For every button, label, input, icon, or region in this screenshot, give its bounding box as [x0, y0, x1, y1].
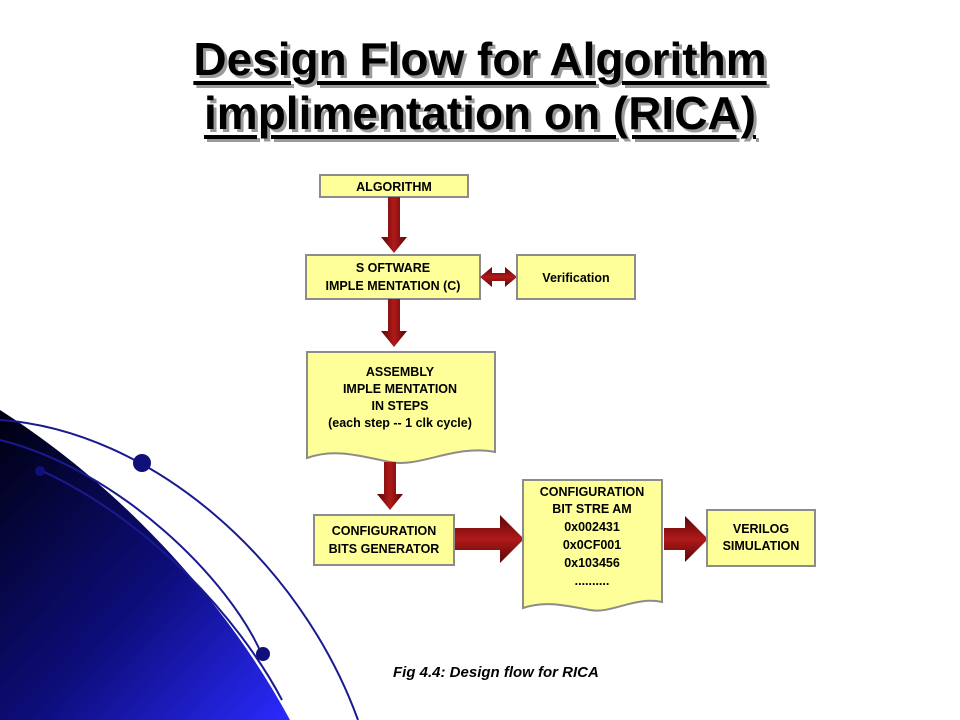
arrow-software-to-assembly — [381, 299, 407, 347]
assembly-label-line-3: IN STEPS — [372, 399, 429, 413]
verilog-label-line-2: SIMULATION — [723, 539, 800, 553]
title-line-2: implimentation on (RICA) — [204, 87, 756, 139]
assembly-label-line-1: ASSEMBLY — [366, 365, 435, 379]
config-generator-label-line-2: BITS GENERATOR — [329, 542, 440, 556]
arrow-software-verification — [480, 267, 517, 287]
assembly-label-line-2: IMPLE MENTATION — [343, 382, 457, 396]
config-generator-label-line-1: CONFIGURATION — [332, 524, 437, 538]
assembly-label-line-4: (each step -- 1 clk cycle) — [328, 416, 472, 430]
verification-box — [516, 254, 636, 300]
swoosh-dot-small — [35, 466, 45, 476]
arrow-config-gen-to-bitstream — [455, 515, 524, 563]
software-label-line-2: IMPLE MENTATION (C) — [326, 279, 461, 293]
arrow-algorithm-to-software — [381, 197, 407, 253]
config-generator-box — [313, 514, 455, 566]
bitstream-label-line-1: CONFIGURATION — [540, 485, 645, 499]
title-line-1: Design Flow for Algorithm — [193, 33, 767, 85]
bitstream-box — [522, 479, 663, 612]
arrow-assembly-to-config-gen — [377, 462, 403, 510]
bitstream-label-line-5: 0x103456 — [564, 556, 620, 570]
software-label-line-1: S OFTWARE — [356, 261, 430, 275]
verilog-label-line-1: VERILOG — [733, 522, 789, 536]
verification-label: Verification — [542, 271, 609, 285]
verilog-box — [706, 509, 816, 567]
swoosh-dot-large — [133, 454, 151, 472]
algorithm-label: ALGORITHM — [356, 180, 432, 194]
figure-caption: Fig 4.4: Design flow for RICA — [393, 664, 599, 681]
bitstream-label-line-6: .......... — [575, 574, 610, 588]
swoosh-curve-2 — [39, 469, 283, 701]
arrow-bitstream-to-verilog — [664, 516, 708, 562]
bitstream-label-line-3: 0x002431 — [564, 520, 620, 534]
swoosh-dot-medium — [256, 647, 270, 661]
swoosh-curve-3 — [0, 439, 263, 656]
swoosh-curve-1 — [0, 419, 359, 720]
bitstream-label-line-2: BIT STRE AM — [552, 502, 631, 516]
bitstream-label-line-4: 0x0CF001 — [563, 538, 621, 552]
page-title: Design Flow for Algorithm implimentation… — [0, 32, 960, 140]
